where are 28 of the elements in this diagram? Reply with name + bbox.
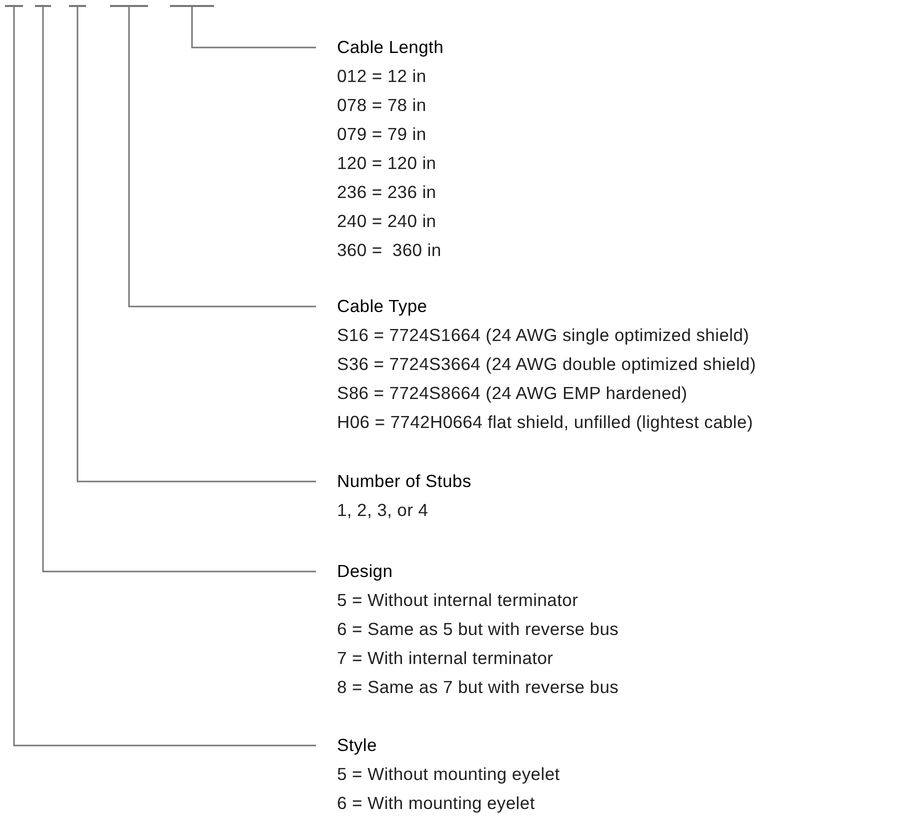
- option-code: 5 = Without mounting eyelet: [337, 763, 560, 786]
- option-code: 6 = With mounting eyelet: [337, 792, 536, 815]
- option-code: 5 = Without internal terminator: [337, 589, 580, 612]
- option-code: 236 = 236 in: [337, 181, 438, 204]
- option-heading: Design: [337, 560, 394, 583]
- option-code: 1, 2, 3, or 4: [337, 499, 430, 522]
- leader-line: [76, 7, 316, 482]
- option-code: S36 = 7724S3664 (24 AWG double optimized shield): [337, 353, 756, 376]
- option-code: 360 = 360 in: [337, 239, 442, 262]
- option-code: 240 = 240 in: [337, 210, 438, 233]
- option-heading: Cable Length: [337, 36, 444, 59]
- option-code: 012 = 12 in: [337, 65, 428, 88]
- option-code: 8 = Same as 7 but with reverse bus: [337, 676, 619, 699]
- option-code: 120 = 120 in: [337, 152, 438, 175]
- option-heading: Style: [337, 734, 378, 757]
- option-code: S86 = 7724S8664 (24 AWG EMP hardened): [337, 382, 688, 405]
- option-code: H06 = 7742H0664 flat shield, unfilled (lightest cable): [337, 411, 754, 434]
- option-heading: Cable Type: [337, 295, 428, 318]
- leader-line: [191, 7, 316, 48]
- leader-line: [13, 7, 316, 746]
- option-code: 078 = 78 in: [337, 94, 428, 117]
- option-code: 079 = 79 in: [337, 123, 428, 146]
- leader-line: [128, 7, 316, 308]
- option-heading: Number of Stubs: [337, 470, 472, 493]
- option-code: S16 = 7724S1664 (24 AWG single optimized shield): [337, 324, 750, 347]
- option-code: 6 = Same as 5 but with reverse bus: [337, 618, 619, 641]
- option-code: 7 = With internal terminator: [337, 647, 554, 670]
- leader-line: [42, 7, 316, 572]
